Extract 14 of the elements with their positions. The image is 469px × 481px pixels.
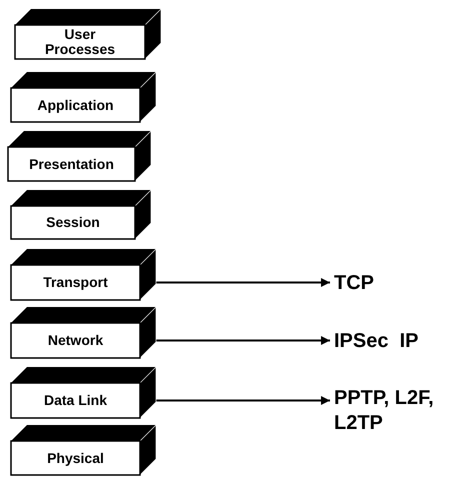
arrow — [156, 278, 330, 287]
layer-label: Transport — [42, 275, 109, 290]
protocol-label: TCP — [334, 271, 394, 296]
layer-label: Network — [46, 333, 104, 348]
protocol-label: PPTP, L2F, L2TP — [334, 386, 444, 436]
arrow — [156, 396, 330, 405]
protocol-label: IPSec IP — [334, 329, 434, 354]
layer-label: Application — [36, 98, 115, 112]
layer-label: Data Link — [42, 393, 108, 408]
layer-label: Presentation — [28, 156, 115, 172]
layer-label: Physical — [46, 450, 105, 466]
arrow — [156, 336, 330, 345]
layer-label: Session — [45, 215, 101, 230]
layer-label: User Processes — [44, 27, 116, 57]
